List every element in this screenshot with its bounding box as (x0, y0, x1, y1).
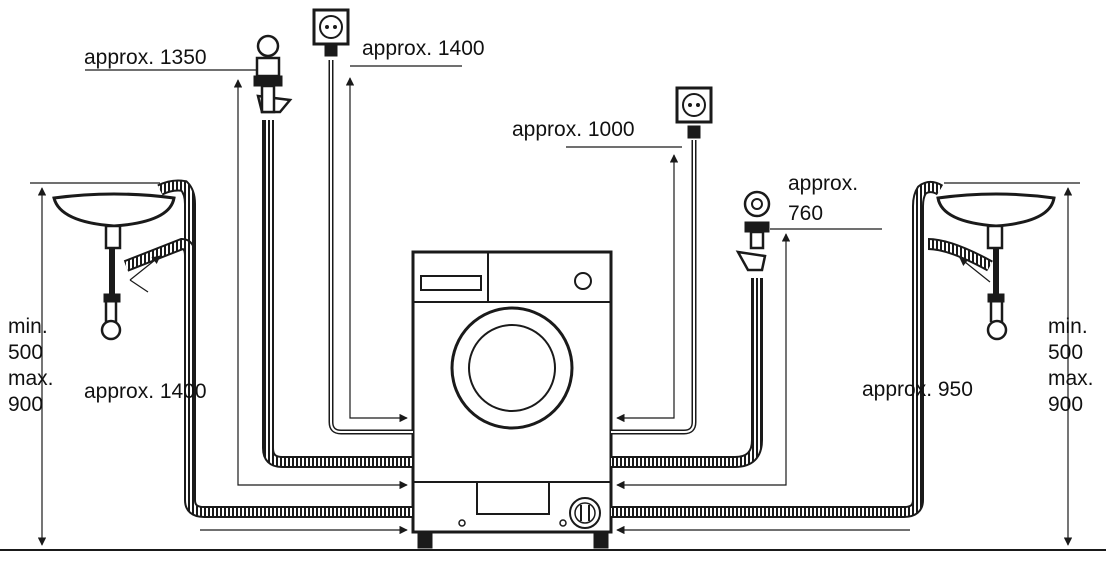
sink-right (936, 192, 1056, 341)
program-dial (574, 272, 592, 290)
drain-hose-hook-left (262, 120, 413, 468)
label-inlet-right-line2: 760 (788, 202, 824, 225)
label-sink-height-left: min. 500 max. 900 (8, 315, 54, 416)
label-sink-height-right: min. 500 max. 900 (1048, 315, 1094, 416)
label-drain-hook-length: approx. 1350 (84, 46, 207, 69)
label-inlet-right-line1: approx. (788, 172, 859, 195)
sink-left (52, 192, 176, 341)
washing-machine (411, 250, 613, 549)
water-tap-right (735, 190, 771, 272)
label-drain-right: approx. 950 (862, 378, 973, 401)
door-inner (468, 324, 556, 412)
label-drain-left: approx. 1400 (84, 380, 207, 403)
dimension-lines (30, 65, 1080, 546)
wall-socket-left (312, 8, 350, 57)
water-tap-left (253, 34, 293, 114)
label-power-cord-left: approx. 1400 (362, 37, 485, 60)
wall-socket-right (675, 86, 713, 139)
label-power-cord-right: approx. 1000 (512, 118, 635, 141)
